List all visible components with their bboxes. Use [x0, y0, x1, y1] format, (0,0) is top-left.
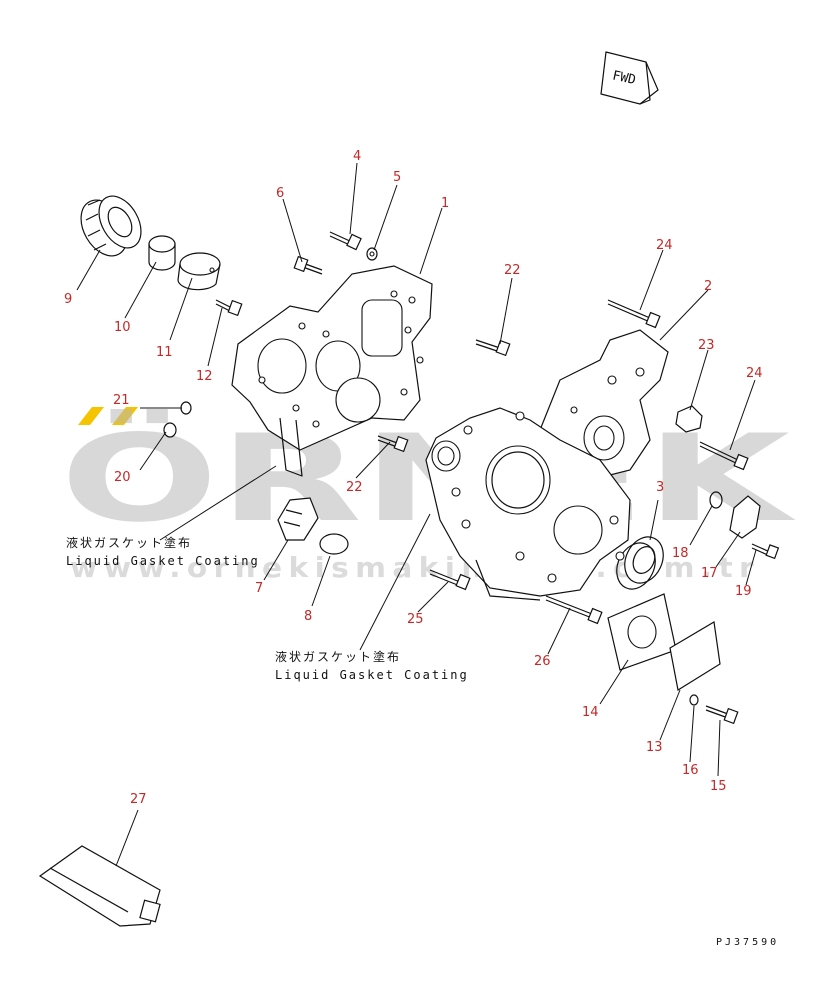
callout-26: 26 [534, 654, 551, 669]
callout-12: 12 [196, 369, 213, 384]
note-jp-left: 液状ガスケット塗布 [66, 535, 192, 550]
callout-17: 17 [701, 566, 718, 581]
part-plate-1 [231, 265, 433, 477]
callout-20: 20 [114, 470, 131, 485]
note-en-center: Liquid Gasket Coating [275, 668, 469, 682]
part-oring-18 [709, 491, 723, 509]
part-bolt-4 [329, 231, 362, 251]
callout-2: 2 [704, 279, 712, 294]
part-bolt-12 [215, 299, 243, 317]
watermark-accent-right [112, 407, 138, 425]
part-bolt-22-mid [377, 435, 409, 453]
part-tube-27 [38, 845, 161, 927]
part-gasket-14 [607, 593, 677, 671]
part-cover-13 [669, 621, 721, 691]
callout-14: 14 [582, 705, 599, 720]
fwd-label: FWD [611, 68, 637, 88]
part-bolt-24-top [607, 299, 661, 329]
callout-23: 23 [698, 338, 715, 353]
part-washer-5 [366, 247, 378, 261]
callout-5: 5 [393, 170, 401, 185]
part-bolt-26 [545, 595, 603, 625]
callout-15: 15 [710, 779, 727, 794]
part-clip-23 [675, 405, 703, 433]
part-plug-7 [277, 497, 319, 541]
callout-13: 13 [646, 740, 663, 755]
callout-10: 10 [114, 320, 131, 335]
part-cap-11 [177, 252, 221, 291]
callout-9: 9 [64, 292, 72, 307]
watermark: ÖRNEK www.ornekismakinalari.com.tr [60, 407, 796, 584]
callout-27: 27 [130, 792, 147, 807]
part-bolt-25 [429, 569, 471, 591]
callout-25: 25 [407, 612, 424, 627]
callout-8: 8 [304, 609, 312, 624]
note-en-left: Liquid Gasket Coating [66, 554, 260, 568]
callout-3: 3 [656, 480, 664, 495]
part-bolt-15 [705, 705, 739, 725]
note-liquid-gasket-left: 液状ガスケット塗布 Liquid Gasket Coating [66, 535, 260, 568]
part-bolt-19 [751, 543, 780, 560]
callout-22-right: 22 [504, 263, 521, 278]
part-bolt-6 [293, 255, 323, 275]
note-liquid-gasket-center: 液状ガスケット塗布 Liquid Gasket Coating [275, 649, 469, 682]
callout-22-left: 22 [346, 480, 363, 495]
part-oring-8 [319, 533, 349, 555]
callout-19: 19 [735, 584, 752, 599]
leader-lines [76, 162, 757, 867]
callout-21: 21 [113, 393, 130, 408]
callout-24-right: 24 [746, 366, 763, 381]
part-pin-20 [163, 422, 177, 438]
callout-7: 7 [255, 581, 263, 596]
fwd-arrow: FWD [600, 51, 659, 105]
part-front-cover [425, 407, 631, 601]
part-washer-16 [689, 694, 699, 706]
callout-6: 6 [276, 186, 284, 201]
part-plate-17 [729, 495, 761, 539]
part-bearing-9 [80, 195, 142, 257]
callout-16: 16 [682, 763, 699, 778]
callout-4: 4 [353, 149, 361, 164]
part-bolt-24-right [699, 441, 749, 471]
watermark-accent-left [78, 407, 104, 425]
part-bolt-22-top [475, 339, 511, 357]
callout-11: 11 [156, 345, 173, 360]
callout-1: 1 [441, 196, 449, 211]
callout-18: 18 [672, 546, 689, 561]
callouts: 1 2 3 4 5 6 7 8 9 10 11 12 13 14 15 16 1… [64, 149, 763, 807]
part-bushing-10 [148, 235, 176, 271]
drawing-code: PJ37590 [716, 937, 779, 948]
callout-24-top: 24 [656, 238, 673, 253]
note-jp-center: 液状ガスケット塗布 [275, 649, 401, 664]
